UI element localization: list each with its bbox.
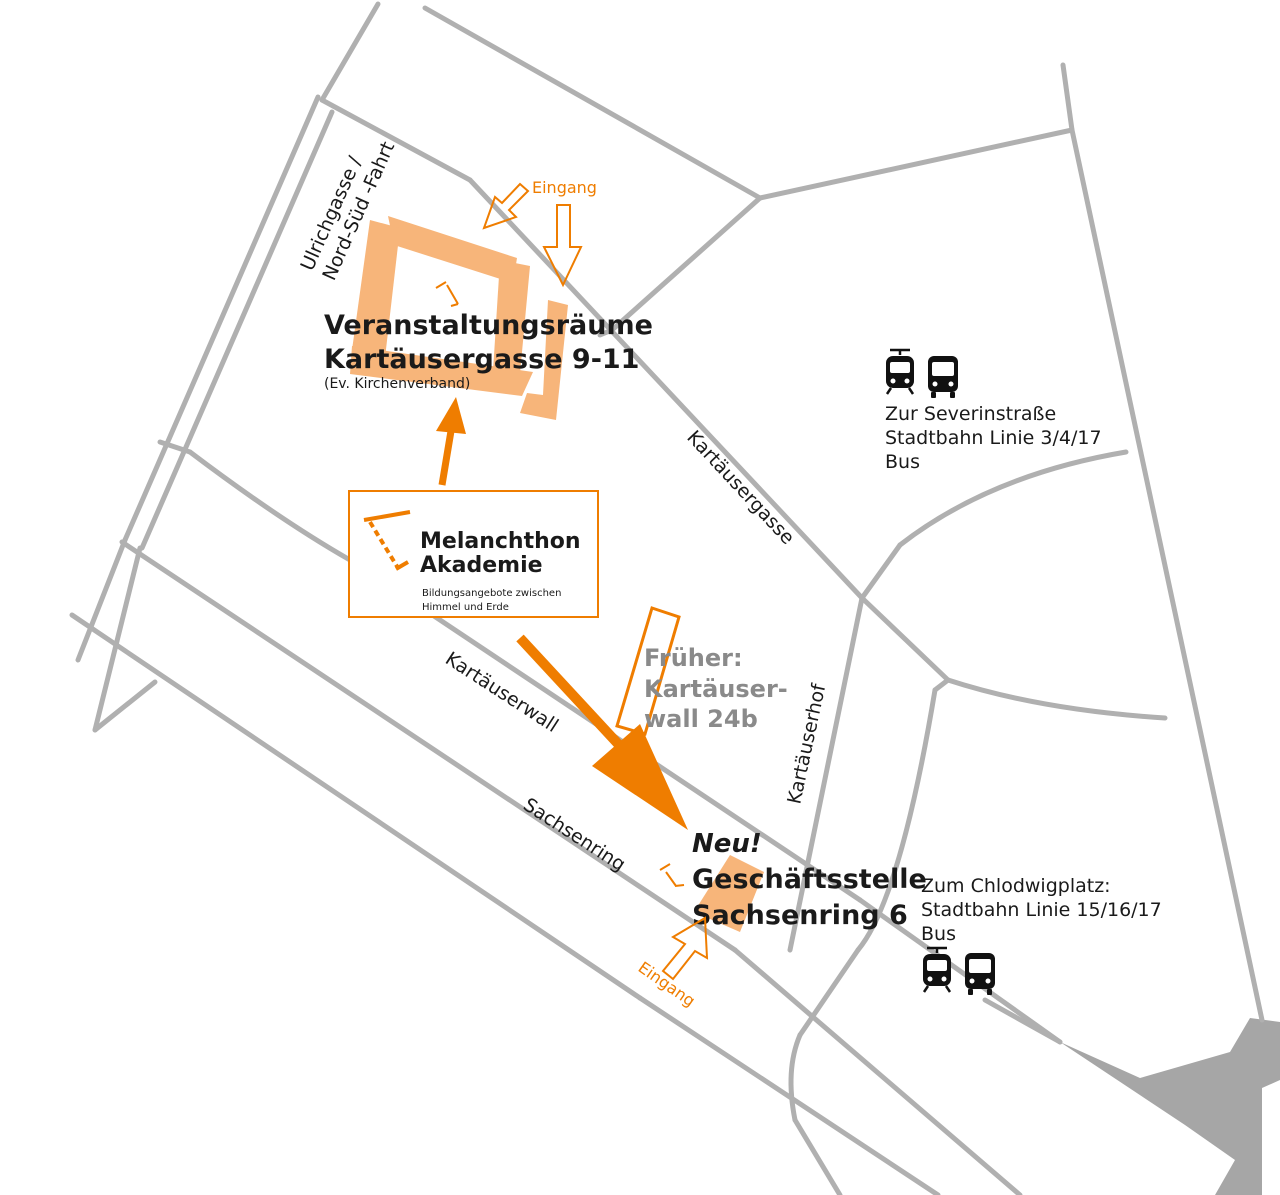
entrance-arrow-icon-3 (661, 916, 709, 981)
office-building (694, 855, 764, 932)
transit-chlodwig-line2: Stadtbahn Linie 15/16/17 (921, 899, 1162, 921)
venue-logo-mark-icon (435, 281, 459, 307)
melanchthon-logo-box: Melanchthon Akademie Bildungsangebote zw… (348, 490, 599, 618)
former-label-line3: wall 24b (644, 705, 758, 733)
office-name: Geschäftsstelle (692, 864, 927, 895)
logo-subtitle-line1: Bildungsangebote zwischen (422, 588, 561, 599)
entrance-label-top: Eingang (532, 178, 597, 197)
transit-chlodwig-line1: Zum Chlodwigplatz: (921, 875, 1111, 897)
logo-subtitle-line2: Himmel und Erde (422, 602, 509, 613)
academy-logo-icon (363, 510, 411, 571)
square-area (1060, 1018, 1280, 1195)
street-label-kartaeusergasse: Kartäusergasse (682, 426, 798, 549)
logo-title-line1: Melanchthon (420, 529, 581, 554)
office-new-label: Neu! (692, 829, 762, 859)
venue-name: Veranstaltungsräume (324, 310, 653, 341)
arrow-to-office-icon (516, 634, 688, 830)
office-logo-mark-icon (659, 863, 685, 887)
arrow-to-venue-icon (436, 397, 466, 486)
transit-severin-line1: Zur Severinstraße (885, 403, 1056, 425)
transit-severin-line2: Stadtbahn Linie 3/4/17 (885, 427, 1102, 449)
transit-chlodwig-line3: Bus (921, 923, 956, 945)
street-label-sachsenring: Sachsenring (519, 794, 629, 876)
logo-title-line2: Akademie (420, 553, 543, 578)
office-address: Sachsenring 6 (692, 900, 908, 931)
entrance-arrow-icon-1 (482, 182, 530, 230)
former-label-line2: Kartäuser- (644, 675, 788, 703)
venue-building (350, 216, 568, 420)
venue-address: Kartäusergasse 9-11 (324, 344, 639, 375)
former-label-line1: Früher: (644, 644, 743, 672)
venue-operator: (Ev. Kirchenverband) (324, 376, 470, 392)
road-network (69, 1, 1265, 1195)
transit-severin-line3: Bus (885, 451, 920, 473)
tram-icon-2 (921, 946, 953, 994)
former-location-outline (615, 606, 681, 736)
bus-icon (928, 356, 958, 398)
bus-icon-2 (965, 953, 995, 995)
entrance-arrow-icon-2 (542, 204, 583, 288)
tram-icon (884, 348, 916, 396)
